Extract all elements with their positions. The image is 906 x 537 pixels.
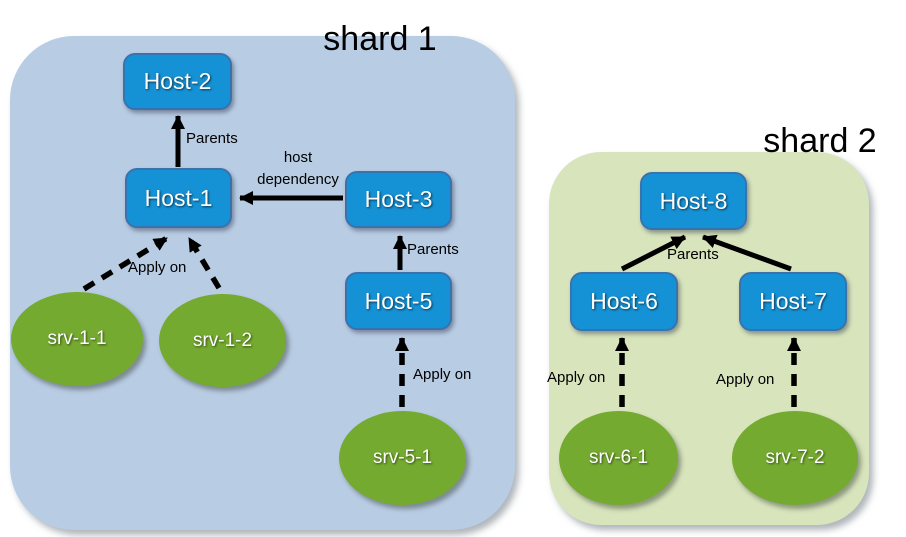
edge-label-host-dependency: host dependency [257,149,339,188]
service-node-srv-5-1: srv-5-1 [339,411,466,505]
shard2-title: shard 2 [763,122,877,160]
edge-label-apply-on-srv7: Apply on [716,371,775,388]
service-node-srv-7-2: srv-7-2 [732,411,858,505]
host-node-host-7: Host-7 [739,272,847,331]
service-node-srv-1-1: srv-1-1 [11,292,143,386]
host-node-host-6: Host-6 [570,272,678,331]
edge-label-apply-on-srv5: Apply on [413,366,472,383]
service-node-srv-1-2: srv-1-2 [159,294,286,387]
edge-label-parents-host5-host3: Parents [407,241,459,258]
host-node-host-8: Host-8 [640,172,747,230]
host-node-host-5: Host-5 [345,272,452,330]
shard1-title: shard 1 [323,20,437,58]
edge-label-apply-on-srv6: Apply on [547,369,606,386]
edge-label-parents-host1-host2: Parents [186,130,238,147]
host-node-host-3: Host-3 [345,171,452,228]
host-node-host-1: Host-1 [125,168,232,228]
edge-label-apply-on-srv1: Apply on [128,259,187,276]
host-node-host-2: Host-2 [123,53,232,110]
edge-label-parents-host8: Parents [667,246,719,263]
service-node-srv-6-1: srv-6-1 [559,411,678,505]
